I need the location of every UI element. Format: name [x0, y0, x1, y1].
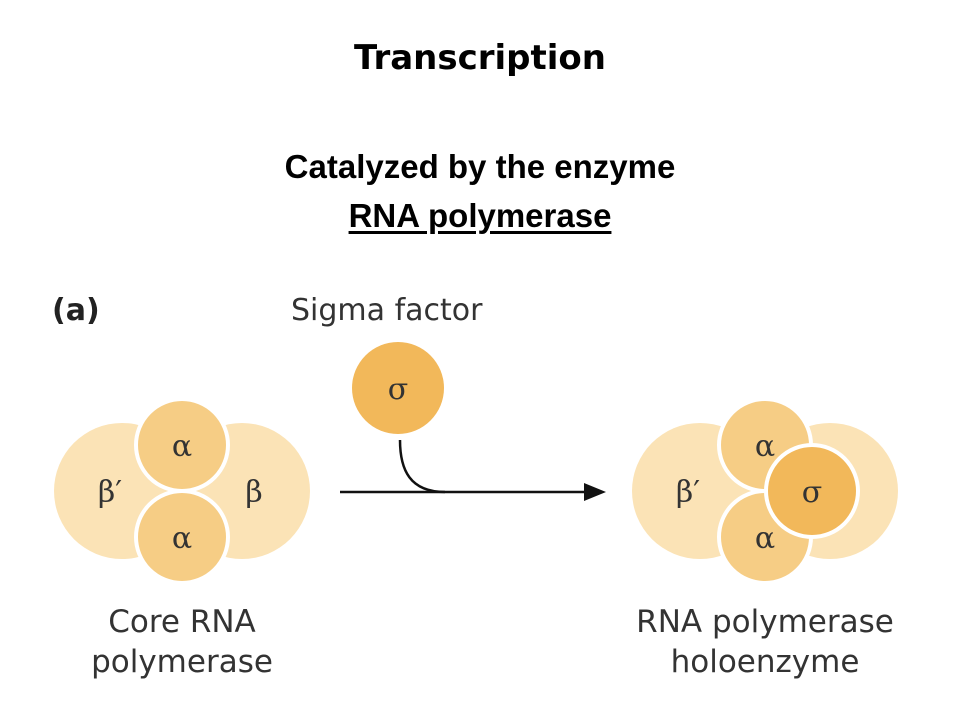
subtitle-line-2: RNA polymerase	[348, 197, 612, 234]
holo-alpha-top-symbol: α	[755, 429, 775, 464]
rna-polymerase-holoenzyme: β′ α α σ	[632, 397, 898, 585]
sigma-joining-curve	[398, 439, 446, 494]
holo-label-line-2: holoenzyme	[671, 644, 860, 680]
core-label-line-2: polymerase	[91, 644, 273, 680]
binding-arrow	[340, 439, 606, 501]
alpha-bottom-symbol: α	[172, 521, 192, 556]
subtitle-line-1: Catalyzed by the enzyme	[284, 148, 676, 185]
holo-alpha-bottom-symbol: α	[755, 521, 775, 556]
alpha-bottom-circle	[134, 489, 230, 585]
beta-prime-symbol: β′	[98, 475, 122, 510]
core-rna-polymerase: β′ β α α	[54, 397, 310, 585]
holo-sigma-circle	[764, 443, 860, 539]
holo-label-line-1: RNA polymerase	[636, 604, 894, 640]
holo-beta-prime-symbol: β′	[676, 475, 700, 510]
core-label-line-1: Core RNA	[108, 604, 256, 640]
arrow-head	[584, 483, 606, 501]
slide-title: Transcription	[354, 38, 606, 78]
sigma-symbol: σ	[388, 372, 408, 407]
sigma-circle	[352, 342, 444, 434]
alpha-top-symbol: α	[172, 429, 192, 464]
panel-label: (a)	[52, 293, 100, 328]
free-sigma-subunit: σ	[352, 342, 444, 434]
beta-symbol: β	[245, 475, 262, 510]
holo-sigma-symbol: σ	[802, 475, 822, 510]
sigma-factor-label: Sigma factor	[291, 293, 483, 328]
